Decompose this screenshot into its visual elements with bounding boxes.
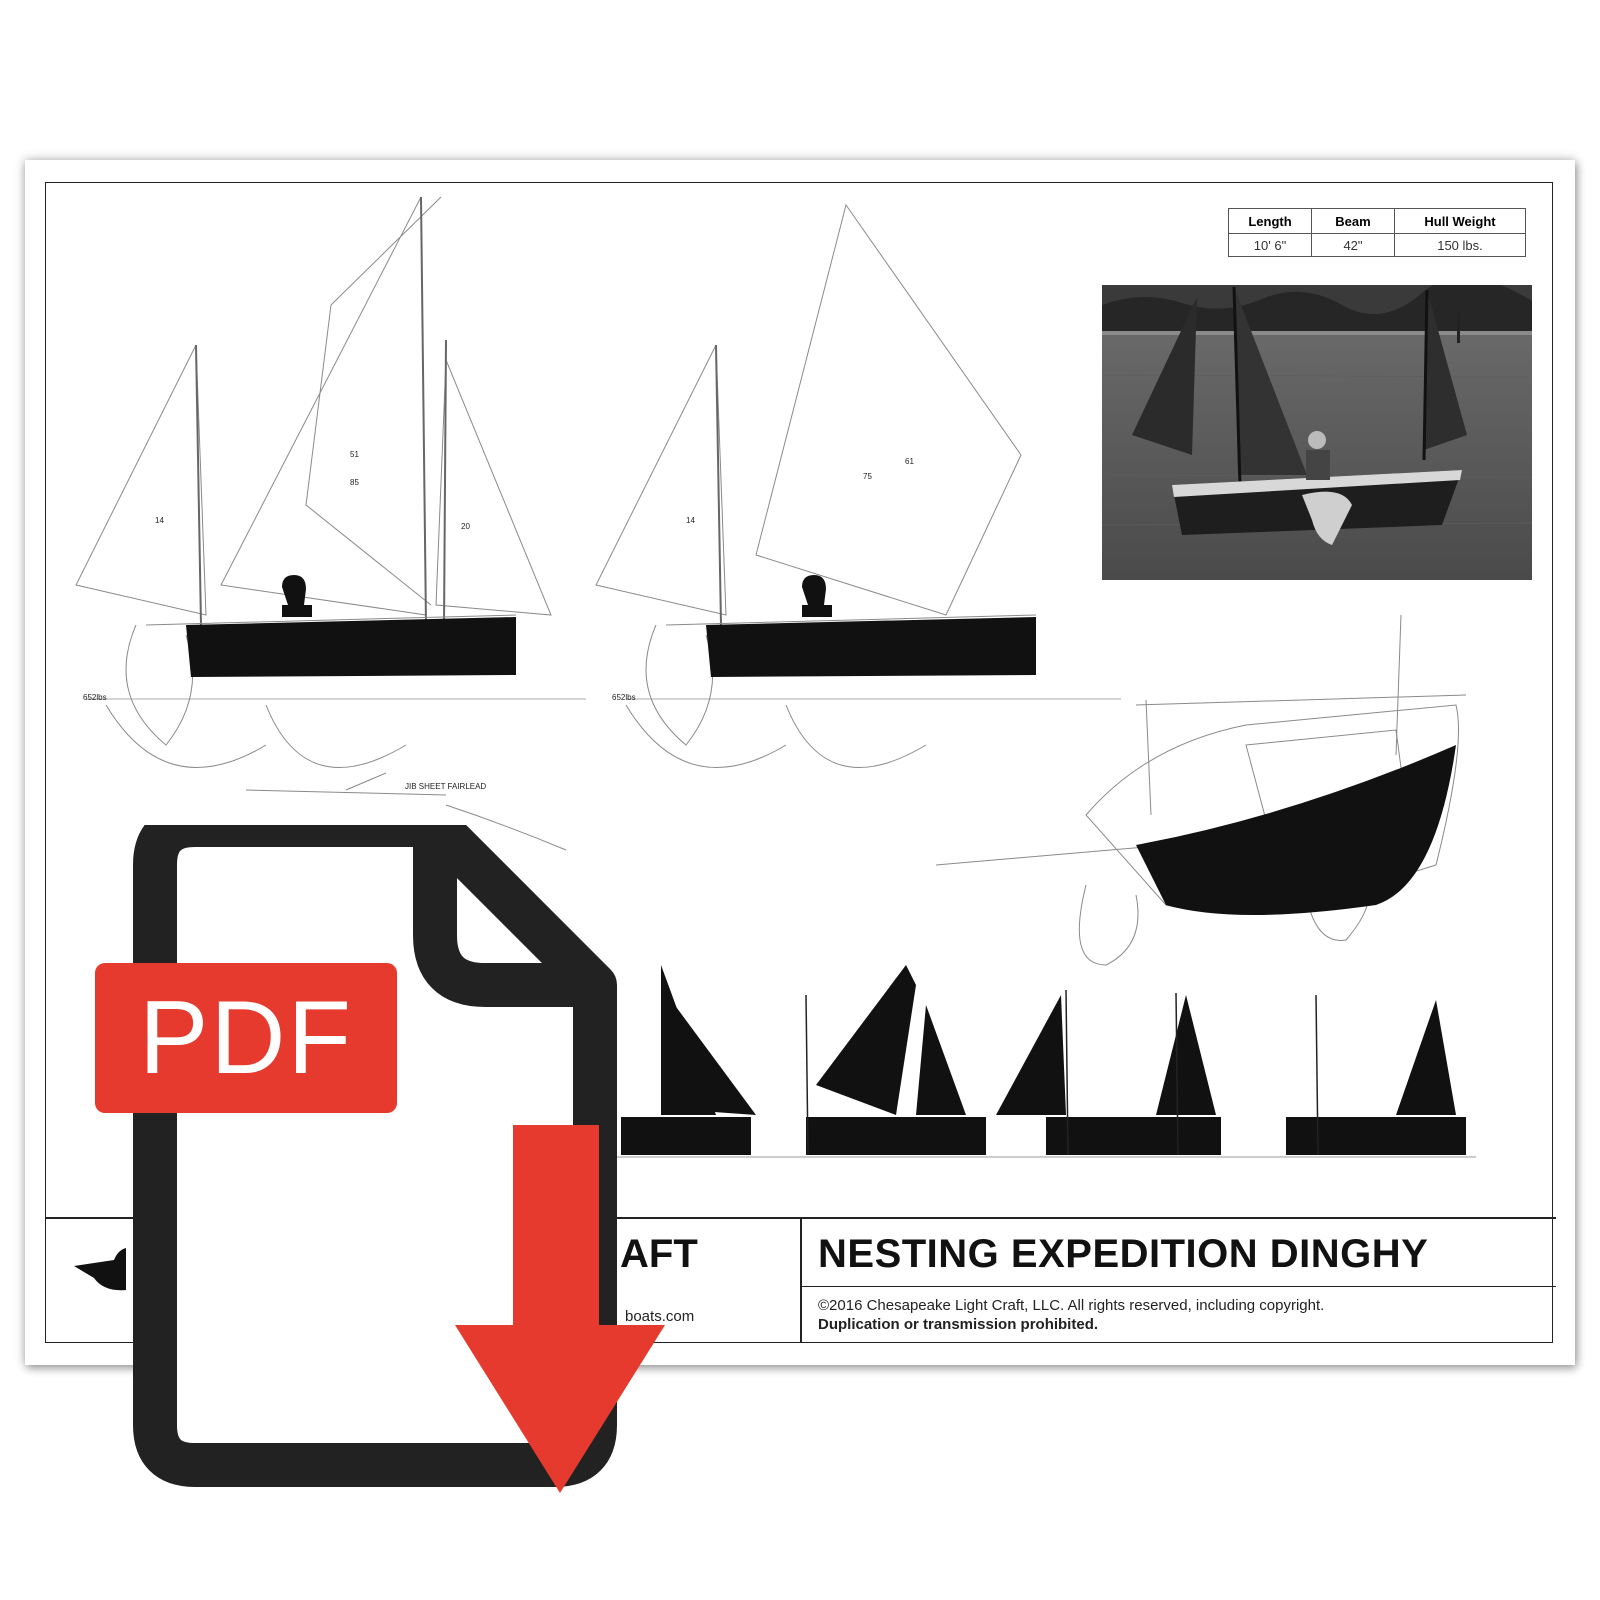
pdf-badge bbox=[95, 963, 397, 1113]
title-block-divider bbox=[800, 1217, 802, 1343]
specs-table: Length Beam Hull Weight 10' 6" 42" 150 l… bbox=[1228, 208, 1526, 257]
sail-plan-drawings bbox=[75, 196, 1476, 1158]
sailing-photo bbox=[1102, 285, 1532, 580]
displacement-label-1: 652lbs bbox=[83, 693, 107, 702]
jib-sheet-fairlead-label: JIB SHEET FAIRLEAD bbox=[405, 782, 487, 791]
displacement-label-2: 652lbs bbox=[612, 693, 636, 702]
sail-area-jib-1: 14 bbox=[155, 516, 164, 525]
sail-area-jib-2: 14 bbox=[686, 516, 695, 525]
copyright-line-1: ©2016 Chesapeake Light Craft, LLC. All r… bbox=[818, 1297, 1325, 1314]
title-block-mid-border bbox=[801, 1286, 1556, 1287]
copyright-line-2: Duplication or transmission prohibited. bbox=[818, 1316, 1099, 1333]
sail-area-main-2a: 61 bbox=[905, 457, 914, 466]
spec-header-hull-weight: Hull Weight bbox=[1394, 208, 1526, 234]
pdf-file-icon bbox=[133, 825, 665, 1493]
copyright-notice: ©2016 Chesapeake Light Craft, LLC. All r… bbox=[818, 1296, 1324, 1334]
spec-value-hull-weight: 150 lbs. bbox=[1394, 233, 1526, 257]
sail-area-main-2b: 75 bbox=[863, 472, 872, 481]
clc-logo-icon bbox=[74, 1248, 126, 1291]
sail-area-main-1a: 51 bbox=[350, 450, 359, 459]
specs-value-row: 10' 6" 42" 150 lbs. bbox=[1228, 233, 1526, 257]
drawing-frame bbox=[45, 182, 1553, 1343]
boat-title: NESTING EXPEDITION DINGHY bbox=[818, 1232, 1429, 1276]
website-url-fragment: boats.com bbox=[625, 1308, 695, 1325]
sail-area-main-1b: 85 bbox=[350, 478, 359, 487]
pdf-label: PDF bbox=[139, 980, 353, 1096]
sail-area-mizzen-1: 20 bbox=[461, 522, 470, 531]
brand-name-fragment: AFT bbox=[620, 1232, 698, 1276]
